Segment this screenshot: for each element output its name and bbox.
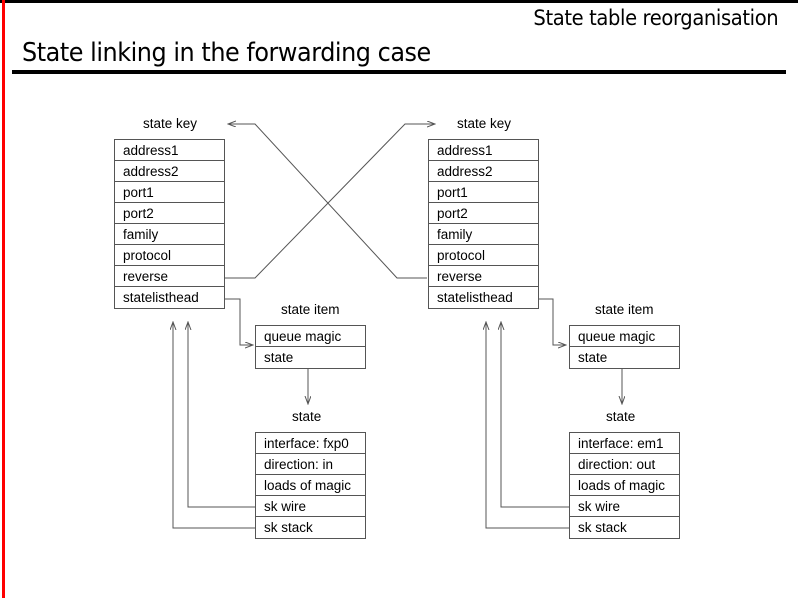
- table-row: address2: [429, 161, 538, 182]
- right-state-key-table[interactable]: address1 address2 port1 port2 family pro…: [428, 139, 539, 309]
- slide-left-accent-border: [2, 0, 5, 598]
- table-row: sk wire: [570, 496, 679, 517]
- table-row: loads of magic: [570, 475, 679, 496]
- page-title: State linking in the forwarding case: [22, 38, 431, 68]
- table-row: statelisthead: [123, 290, 199, 305]
- wire-left-statelisthead-to-item: [225, 298, 253, 345]
- wire-left-reverse-to-right-key: [225, 124, 435, 279]
- table-row: state: [264, 350, 294, 365]
- table-row: statelisthead: [437, 290, 513, 305]
- table-row: address1: [115, 140, 224, 161]
- left-state-caption: state: [292, 409, 322, 424]
- table-row: port1: [115, 182, 224, 203]
- right-state-item-caption: state item: [595, 302, 654, 317]
- table-row: address1: [429, 140, 538, 161]
- wire-right-skwire-back: [501, 322, 569, 508]
- right-state-table[interactable]: interface: em1 direction: out loads of m…: [569, 432, 680, 539]
- wire-left-skstack-back: [173, 322, 255, 529]
- wire-right-statelisthead-to-item: [538, 298, 566, 345]
- table-row: state: [578, 350, 608, 365]
- right-state-item-table[interactable]: queue magic state: [569, 325, 680, 369]
- table-row: direction: in: [256, 454, 365, 475]
- table-row: port2: [429, 203, 538, 224]
- table-row: sk stack: [578, 520, 627, 535]
- table-row: protocol: [429, 245, 538, 266]
- table-row: queue magic: [256, 326, 365, 347]
- slide-top-border: [0, 0, 798, 3]
- table-row: port1: [429, 182, 538, 203]
- table-row: address2: [115, 161, 224, 182]
- table-row: direction: out: [570, 454, 679, 475]
- table-row: interface: em1: [570, 433, 679, 454]
- table-row: interface: fxp0: [256, 433, 365, 454]
- title-rule: [12, 70, 786, 74]
- left-state-item-table[interactable]: queue magic state: [255, 325, 366, 369]
- table-row: sk wire: [256, 496, 365, 517]
- wire-right-reverse-to-left-key: [228, 124, 427, 279]
- table-row: reverse: [429, 266, 538, 287]
- table-row: sk stack: [264, 520, 313, 535]
- right-state-caption: state: [606, 409, 636, 424]
- table-row: family: [429, 224, 538, 245]
- left-state-key-caption: state key: [143, 116, 198, 131]
- left-state-item-caption: state item: [281, 302, 340, 317]
- table-row: reverse: [115, 266, 224, 287]
- slide-kicker: State table reorganisation: [533, 6, 778, 30]
- table-row: family: [115, 224, 224, 245]
- left-state-table[interactable]: interface: fxp0 direction: in loads of m…: [255, 432, 366, 539]
- table-row: protocol: [115, 245, 224, 266]
- table-row: queue magic: [570, 326, 679, 347]
- right-state-key-caption: state key: [457, 116, 512, 131]
- table-row: loads of magic: [256, 475, 365, 496]
- left-state-key-table[interactable]: address1 address2 port1 port2 family pro…: [114, 139, 225, 309]
- table-row: port2: [115, 203, 224, 224]
- wire-right-skstack-back: [486, 322, 569, 529]
- wire-left-skwire-back: [188, 322, 255, 508]
